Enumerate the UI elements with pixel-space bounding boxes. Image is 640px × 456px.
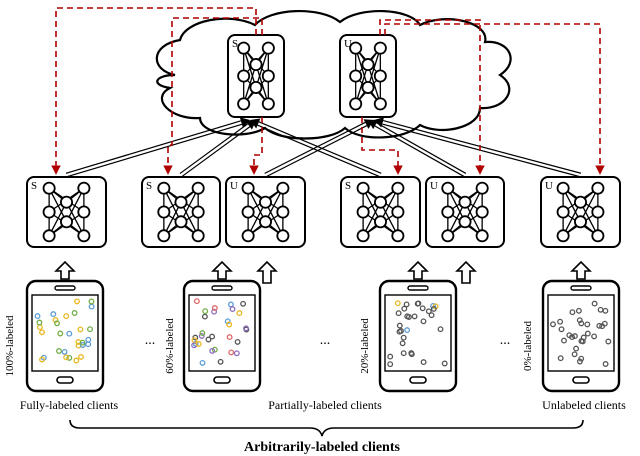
device-to-model-arrow [570, 260, 592, 280]
device-home-button [572, 376, 590, 384]
ellipsis-1: ... [145, 333, 156, 348]
client-2-model-s: S [141, 176, 221, 248]
server-model-s: S [227, 34, 285, 118]
upload-arrow-4 [250, 118, 382, 178]
client-3-model-s-tag: S [345, 180, 351, 192]
server-model-u-tag: U [344, 38, 352, 50]
ellipsis-3: ... [500, 333, 511, 348]
server-model-s-tag: S [232, 38, 238, 50]
download-arrow-s-2 [163, 17, 263, 175]
client-device-1: 100%-labeled [4, 260, 105, 393]
device-to-model-arrow-2 [455, 260, 477, 284]
device-speaker [54, 285, 76, 291]
device-home-button [56, 376, 74, 384]
client-2-model-u-tag: U [230, 180, 238, 192]
ellipsis-2: ... [320, 333, 331, 348]
client-device-2: 60%-labeled [164, 260, 278, 393]
client-device-4: 0%-labeled [522, 260, 621, 393]
device-to-model-arrow [54, 260, 76, 280]
device-home-button [409, 376, 427, 384]
download-arrow-u-2 [249, 117, 263, 175]
client-label-1: 100%-labeled [4, 315, 16, 377]
download-arrow-s-3 [361, 117, 403, 175]
device-screen [384, 294, 452, 372]
client-3-model-u: U [425, 176, 505, 248]
cloud [155, 10, 512, 140]
download-arrow-u-4 [384, 23, 605, 175]
client-4-model-u-tag: U [545, 180, 553, 192]
server-model-u: U [339, 34, 397, 118]
device-to-model-arrow-2 [256, 260, 278, 284]
upload-arrow-1 [65, 117, 250, 178]
client-label-2: 60%-labeled [164, 318, 176, 374]
client-1-model-s-tag: S [31, 180, 37, 192]
client-2-model-u: U [225, 176, 306, 248]
client-device-3: 20%-labeled [359, 260, 477, 393]
device-speaker [211, 285, 233, 291]
client-label-4: 0%-labeled [522, 320, 534, 371]
client-label-3: 20%-labeled [359, 318, 371, 374]
client-1-model-s: S [26, 176, 107, 248]
upload-arrow-5 [368, 119, 467, 178]
device-speaker [570, 285, 592, 291]
upload-download-arrows [51, 7, 605, 178]
device-screen [31, 294, 99, 372]
group-fully-labeled: Fully-labeled clients [20, 398, 119, 412]
client-devices: 100%-labeled 60%-labeled 20%-labeled 0%-lab… [4, 260, 621, 393]
client-3-model-u-tag: U [430, 180, 438, 192]
device-to-model-arrow [407, 260, 429, 280]
client-3-model-s: S [340, 176, 421, 248]
upload-arrow-6 [374, 117, 582, 178]
client-2-model-s-tag: S [146, 180, 152, 192]
device-home-button [213, 376, 231, 384]
group-partially-labeled: Partially-labeled clients [268, 398, 382, 412]
device-to-model-arrow [211, 260, 233, 280]
group-brace [69, 419, 584, 437]
device-speaker [407, 285, 429, 291]
group-unlabeled: Unlabeled clients [542, 398, 626, 412]
client-4-model-u: U [540, 176, 621, 248]
download-arrow-u-3 [379, 19, 485, 175]
download-arrow-s-1 [51, 7, 257, 175]
caption: Arbitrarily-labeled clients [244, 440, 400, 455]
